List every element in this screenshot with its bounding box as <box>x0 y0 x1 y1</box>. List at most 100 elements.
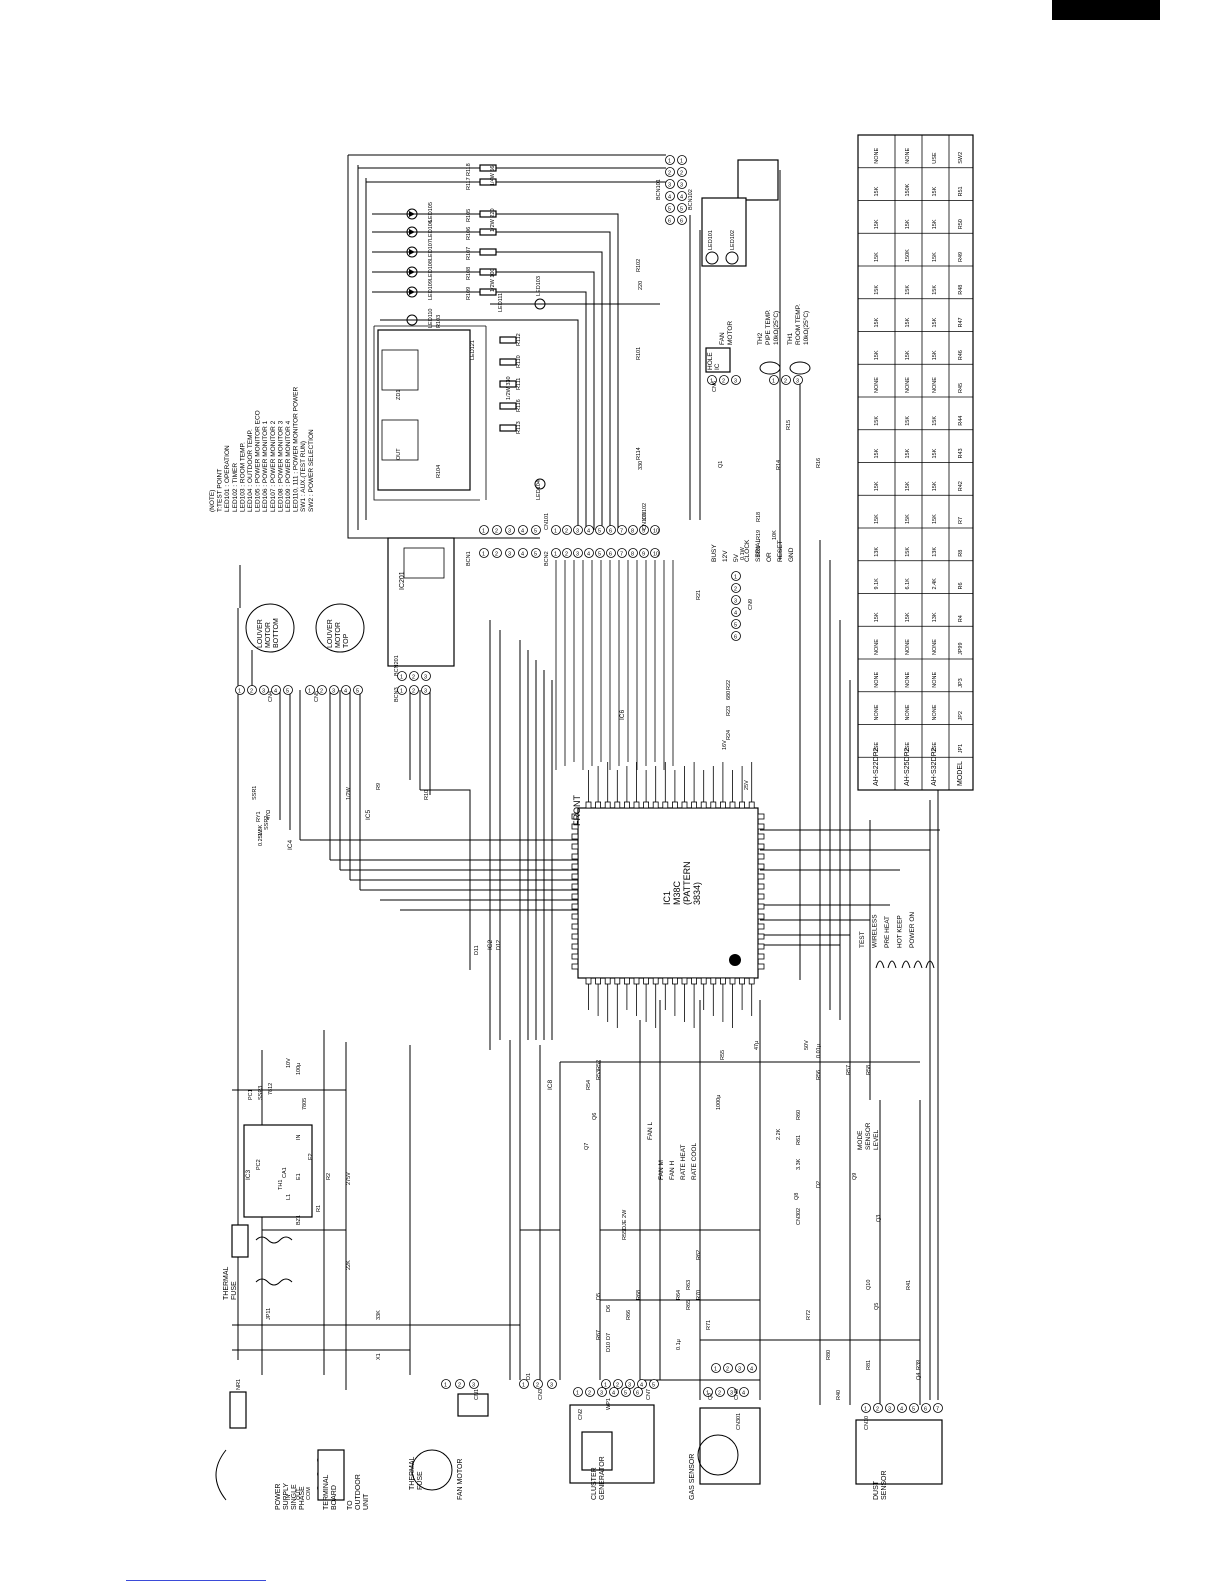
jumper-loop <box>875 960 885 969</box>
table-cell: NONE <box>905 672 911 688</box>
cn10-pin-number: 6 <box>924 1407 927 1413</box>
ic1-right-pin <box>757 883 765 890</box>
cn10-pin-number: 2 <box>876 1407 879 1413</box>
table-cell: 15K <box>932 317 938 327</box>
component-label: SSR2 <box>264 816 270 830</box>
value-label: 1.8K <box>258 824 264 836</box>
cn3-pin-number: 3 <box>550 1383 553 1389</box>
table-cell: 15K <box>874 514 880 524</box>
table-cell: 15K <box>874 285 880 295</box>
component-label: E1 <box>296 1173 302 1180</box>
connector-label: BCN201 <box>394 655 400 676</box>
bcn101-pin <box>505 525 515 535</box>
connector-label: CN9 <box>748 599 754 610</box>
cn4-pin-number: 5 <box>356 689 359 695</box>
led-diode-mark <box>409 289 415 295</box>
cn9-pin <box>731 631 741 641</box>
component-label: IN <box>286 1494 292 1500</box>
bcn102-pin <box>677 179 687 189</box>
bcn-signal: SERIAL <box>755 538 762 562</box>
cn3-pin-number: 2 <box>536 1383 539 1389</box>
resistor-label: R106 <box>466 227 472 240</box>
ic1-right-pin <box>757 933 765 940</box>
resistor-label: R70 <box>696 1290 702 1300</box>
led-diode <box>406 286 418 298</box>
jumper-loop <box>901 960 911 969</box>
table-cell: 15K <box>905 514 911 524</box>
cn3-pin <box>533 1379 543 1389</box>
ic1-bottom-pin <box>681 977 688 985</box>
cn4-pin <box>305 685 315 695</box>
bcn201-pin <box>421 671 431 681</box>
cn102-pin <box>650 525 660 535</box>
cn8-pin-number: 2 <box>726 1367 729 1373</box>
ic1-microcontroller: IC1 M38C (PATTERN 3834) FRONT <box>571 762 765 1028</box>
thermal-fuse-top-label-line: THERMAL <box>223 1266 230 1300</box>
connector-label: CN4 <box>268 691 274 702</box>
cn10-pin <box>921 1403 931 1413</box>
cn8-pin <box>723 1363 733 1373</box>
value-label: 22K <box>346 1260 352 1270</box>
hole-ic-label-line: HOLE <box>707 352 714 370</box>
bcn102-pin <box>677 191 687 201</box>
diagram-notes-line: LED107 : POWER MONITOR 2 <box>270 420 277 512</box>
cn5-pin-number: 3 <box>262 689 265 695</box>
table-cell: 2.4K <box>932 578 938 590</box>
bcn102-pin-number: 2 <box>680 171 683 177</box>
cn10-pin <box>897 1403 907 1413</box>
cn8-pin-number: 1 <box>714 1367 717 1373</box>
louver-motor-bottom-label-line: LOUVER <box>257 619 264 648</box>
ic1-bottom-pin <box>720 977 726 985</box>
bcn1-pin-number: 3 <box>508 552 511 558</box>
value-label: 3.3K <box>796 1158 802 1170</box>
diagram-notes-line: T:TEST POINT <box>217 469 224 512</box>
cn7-pin <box>649 1379 659 1389</box>
ic1-label: IC1 <box>662 891 672 905</box>
pipe-temp-sensor-label: TH2PIPE TEMP.10kΩ(25°C) <box>757 309 780 345</box>
ic1-top-pin <box>643 801 649 809</box>
resistor-label: R55 <box>720 1050 726 1060</box>
ic1-bottom-pin <box>710 977 717 985</box>
resistor <box>499 358 517 366</box>
cn10-pin <box>885 1403 895 1413</box>
cn7-pin-number: 3 <box>628 1383 631 1389</box>
table-cell: 15K <box>932 514 938 524</box>
cn102-pin <box>551 525 561 535</box>
resistor-label: R68 <box>636 1290 642 1300</box>
cn302-pin-number: 3 <box>600 1391 603 1397</box>
table-cell: 15K <box>874 448 880 458</box>
diagram-notes-line: LED108 : POWER MONITOR 3 <box>277 420 284 512</box>
cn9-pin <box>731 607 741 617</box>
resistor-label: R10 <box>424 790 430 800</box>
value-label: 47μ <box>754 1041 760 1050</box>
cn102-pin <box>562 525 572 535</box>
table-cell: 15K <box>874 219 880 229</box>
value-label: 1/2W 100 <box>490 268 496 292</box>
value-label: 25V <box>744 780 750 790</box>
main-wiring <box>232 154 940 1405</box>
component-label: Q6 <box>592 1113 598 1120</box>
component-label: D2 <box>816 1181 822 1188</box>
cn1-pin-number: 2 <box>458 1383 461 1389</box>
table-cell: 6.1K <box>905 578 911 590</box>
cn7-pin-number: 5 <box>652 1383 655 1389</box>
jumper-label: TEST <box>859 931 866 948</box>
cn8-pin-number: 3 <box>738 1367 741 1373</box>
table-cell: 15K <box>905 448 911 458</box>
table-cell: 15K <box>874 416 880 426</box>
component-label: Q8 <box>794 1193 800 1200</box>
table-cell: USE <box>905 742 911 754</box>
resistor-label: R62 <box>696 1250 702 1260</box>
bcn1-pin-number: 4 <box>521 552 524 558</box>
svg-text:IC1 M38C (PATTERN: IC1 M38C (PATTERN 3834) <box>662 859 702 905</box>
ic2-label: IC2 <box>487 940 494 951</box>
value-label: 330 <box>638 461 644 470</box>
table-cell: R44 <box>958 416 964 426</box>
ic1-pattern: (PATTERN <box>682 861 692 905</box>
ic1-top-pin <box>748 801 755 809</box>
cn302-pin <box>597 1387 607 1397</box>
louver-motor-top-label-line: TOP <box>343 633 350 648</box>
